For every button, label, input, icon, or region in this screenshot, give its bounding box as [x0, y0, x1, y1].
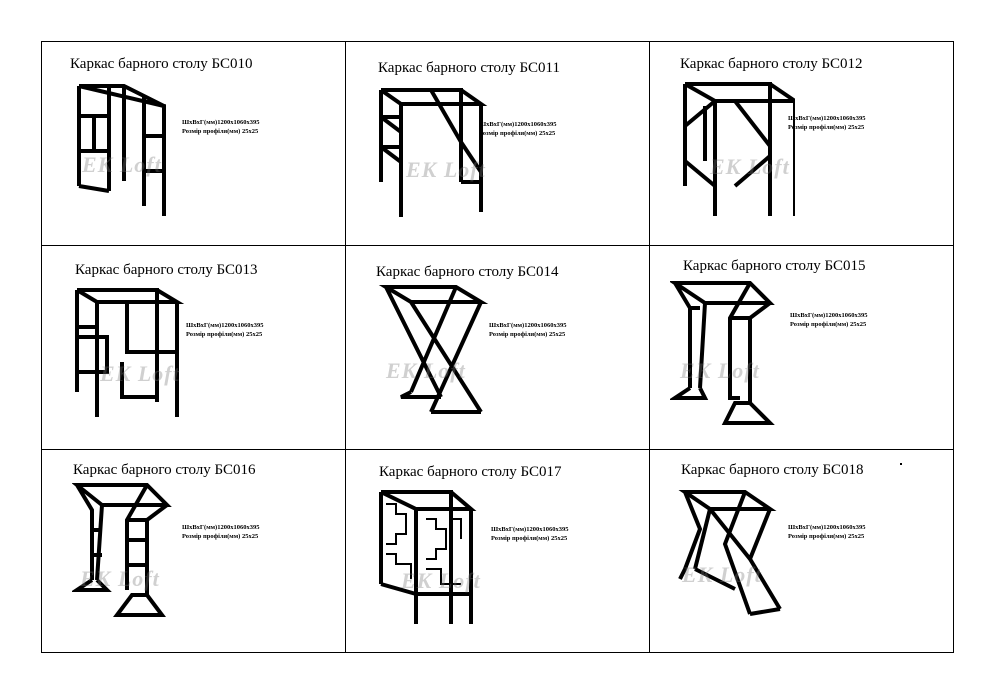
spec-profile: Розмір профіля(мм) 25х25 — [788, 124, 865, 131]
card-title: Каркас барного столу БС015 — [683, 258, 866, 274]
spec-dimensions: ШхВхГ(мм)1200х1060х395 — [182, 119, 260, 126]
watermark: EK Loft — [710, 154, 790, 179]
catalog-grid: Каркас барного столу БС010 EK Loft ШхВхГ… — [42, 42, 953, 652]
watermark: EK Loft — [100, 361, 180, 386]
product-card: Каркас барного столу БС014 EK Loft ШхВхГ… — [346, 246, 650, 450]
watermark: EK Loft — [401, 568, 481, 593]
spec-dimensions: ШхВхГ(мм)1200х1060х395 — [182, 524, 260, 531]
spec-profile: Розмір профіля(мм) 25х25 — [182, 128, 259, 135]
card-specs: ШхВхГ(мм)1200х1060х395 Розмір профіля(мм… — [491, 525, 568, 543]
watermark: EK Loft — [80, 566, 160, 591]
product-card: Каркас барного столу БС010 EK Loft ШхВхГ… — [42, 42, 346, 246]
bar-frame-bs013-icon — [75, 288, 185, 417]
card-title: Каркас барного столу БС013 — [75, 262, 258, 278]
spec-dimensions: ШхВхГ(мм)1200х1060х395 — [788, 524, 866, 531]
bar-frame-bs016-icon — [72, 483, 172, 617]
card-specs: ШхВхГ(мм)1200х1060х395 Розмір профіля(мм… — [788, 523, 865, 541]
bar-frame-bs017-icon — [379, 490, 477, 624]
watermark: EK Loft — [386, 358, 466, 383]
spec-dimensions: ШхВхГ(мм)1200х1060х395 — [479, 121, 557, 128]
spec-dimensions: ШхВхГ(мм)1200х1060х395 — [186, 322, 264, 329]
catalog-sheet: Каркас барного столу БС010 EK Loft ШхВхГ… — [41, 41, 954, 653]
spec-profile: Розмір профіля(мм) 25х25 — [489, 331, 566, 338]
product-card: Каркас барного столу БС015 EK Loft ШхВхГ… — [650, 246, 953, 450]
spec-profile: Розмір профіля(мм) 25х25 — [186, 331, 263, 338]
product-card: Каркас барного столу БС013 EK Loft ШхВхГ… — [42, 246, 346, 450]
bar-frame-bs010-icon — [77, 84, 166, 216]
spec-dimensions: ШхВхГ(мм)1200х1060х395 — [489, 322, 567, 329]
card-title: Каркас барного столу БС016 — [73, 462, 256, 478]
product-card: Каркас барного столу БС016 EK Loft ШхВхГ… — [42, 450, 346, 652]
spec-profile: Розмір профіля(мм) 25х25 — [790, 321, 867, 328]
product-card: Каркас барного столу БС018 EK Loft ШхВхГ… — [650, 450, 953, 652]
product-card: Каркас барного столу БС017 EK Loft ШхВхГ… — [346, 450, 650, 652]
watermark: EK Loft — [682, 562, 762, 587]
bar-frame-bs014-icon — [378, 285, 489, 414]
watermark: EK Loft — [406, 157, 486, 182]
spec-profile: Розмір профіля(мм) 25х25 — [182, 533, 259, 540]
card-specs: ШхВхГ(мм)1200х1060х395 Розмір профіля(мм… — [186, 321, 263, 339]
spec-dimensions: ШхВхГ(мм)1200х1060х395 — [788, 115, 866, 122]
card-specs: ШхВхГ(мм)1200х1060х395 Розмір профіля(мм… — [788, 114, 865, 132]
spec-dimensions: ШхВхГ(мм)1200х1060х395 — [790, 312, 868, 319]
spec-profile: Розмір профіля(мм) 25х25 — [491, 535, 568, 542]
card-title: Каркас барного столу БС011 — [378, 60, 560, 76]
card-title: Каркас барного столу БС014 — [376, 264, 559, 280]
card-specs: ШхВхГ(мм)1200х1060х395 Розмір профіля(мм… — [479, 120, 556, 138]
spec-profile: Розмір профіля(мм) 25х25 — [479, 130, 556, 137]
spec-dimensions: ШхВхГ(мм)1200х1060х395 — [491, 526, 569, 533]
bar-frame-bs011-icon — [379, 88, 488, 217]
bar-frame-bs018-icon — [678, 490, 782, 616]
card-title: Каркас барного столу БС010 — [70, 56, 253, 72]
stray-mark — [900, 463, 902, 465]
card-specs: ШхВхГ(мм)1200х1060х395 Розмір профіля(мм… — [489, 321, 566, 339]
spec-profile: Розмір профіля(мм) 25х25 — [788, 533, 865, 540]
card-specs: ШхВхГ(мм)1200х1060х395 Розмір профіля(мм… — [790, 311, 867, 329]
watermark: EK Loft — [680, 358, 760, 383]
bar-frame-bs012-icon — [683, 82, 795, 216]
card-title: Каркас барного столу БС017 — [379, 464, 562, 480]
product-card: Каркас барного столу БС012 EK Loft ШхВхГ… — [650, 42, 953, 246]
card-specs: ШхВхГ(мм)1200х1060х395 Розмір профіля(мм… — [182, 523, 259, 541]
watermark: EK Loft — [82, 152, 162, 177]
card-title: Каркас барного столу БС018 — [681, 462, 864, 478]
bar-frame-bs015-icon — [670, 281, 775, 425]
card-title: Каркас барного столу БС012 — [680, 56, 863, 72]
card-specs: ШхВхГ(мм)1200х1060х395 Розмір профіля(мм… — [182, 118, 259, 136]
product-card: Каркас барного столу БС011 EK Loft ШхВхГ… — [346, 42, 650, 246]
